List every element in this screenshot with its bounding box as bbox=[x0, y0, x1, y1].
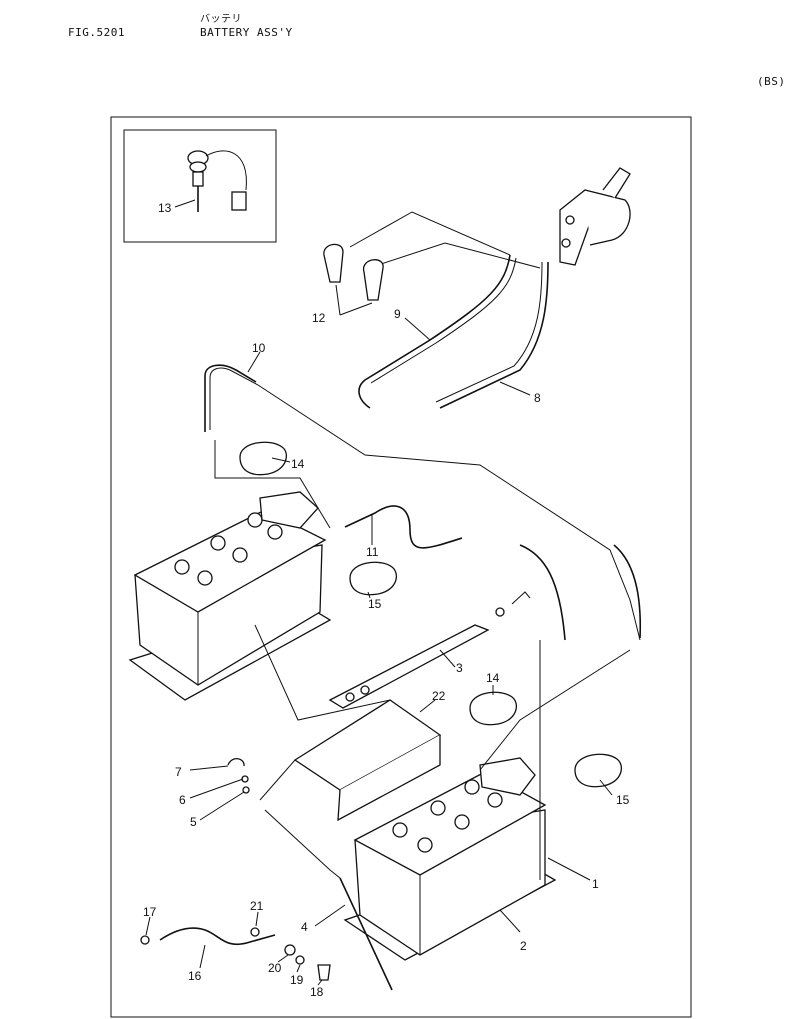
battery-disconnect-switch bbox=[559, 167, 631, 266]
figure-number: FIG.5201 bbox=[68, 26, 125, 39]
battery-right bbox=[343, 757, 557, 961]
part-14-cap-lower bbox=[469, 691, 518, 726]
part-10-cable bbox=[209, 367, 641, 641]
callout-18: 18 bbox=[310, 985, 324, 999]
callout-6: 6 bbox=[179, 793, 186, 807]
part-12-caps bbox=[323, 243, 384, 301]
diagram-frame bbox=[110, 116, 692, 1018]
part-15-cap-right bbox=[574, 753, 623, 788]
callout-11: 11 bbox=[366, 545, 379, 559]
callout-10: 10 bbox=[252, 341, 266, 355]
callout-17: 17 bbox=[143, 905, 157, 919]
figure-subtitle: バッテリ bbox=[200, 14, 242, 25]
callout-14-upper: 14 bbox=[291, 457, 305, 471]
callout-12: 12 bbox=[312, 311, 326, 325]
parts-5-7-hardware bbox=[227, 758, 250, 794]
part-4-rod bbox=[339, 877, 393, 991]
part-14-cap-upper bbox=[239, 441, 288, 476]
callout-7: 7 bbox=[175, 765, 182, 779]
part-22-cover bbox=[259, 699, 442, 822]
part-3-bracket bbox=[328, 591, 531, 709]
callout-15-left: 15 bbox=[368, 597, 382, 611]
callout-3: 3 bbox=[456, 661, 463, 675]
callout-16: 16 bbox=[188, 969, 202, 983]
part-15-cap-left bbox=[349, 561, 398, 596]
callout-9: 9 bbox=[394, 307, 401, 321]
callout-21: 21 bbox=[250, 899, 264, 913]
callout-5: 5 bbox=[190, 815, 197, 829]
callout-2: 2 bbox=[520, 939, 527, 953]
callout-20: 20 bbox=[268, 961, 282, 975]
part-11-cable bbox=[344, 505, 463, 549]
callout-19: 19 bbox=[290, 973, 304, 987]
callout-4: 4 bbox=[301, 920, 308, 934]
figure-title: BATTERY ASS'Y bbox=[200, 26, 293, 39]
part-13-switch bbox=[187, 150, 247, 212]
callout-22: 22 bbox=[432, 689, 446, 703]
part-16-cable bbox=[140, 927, 331, 981]
battery-left bbox=[128, 491, 332, 701]
inset-frame bbox=[123, 129, 277, 243]
callout-14-lower: 14 bbox=[486, 671, 500, 685]
callout-13: 13 bbox=[158, 201, 172, 215]
part-9-cable bbox=[358, 254, 511, 409]
callout-1: 1 bbox=[592, 877, 599, 891]
model-code: (BS) bbox=[757, 75, 786, 88]
callout-15-right: 15 bbox=[616, 793, 630, 807]
callout-8: 8 bbox=[534, 391, 541, 405]
part-8-cable bbox=[439, 261, 549, 409]
